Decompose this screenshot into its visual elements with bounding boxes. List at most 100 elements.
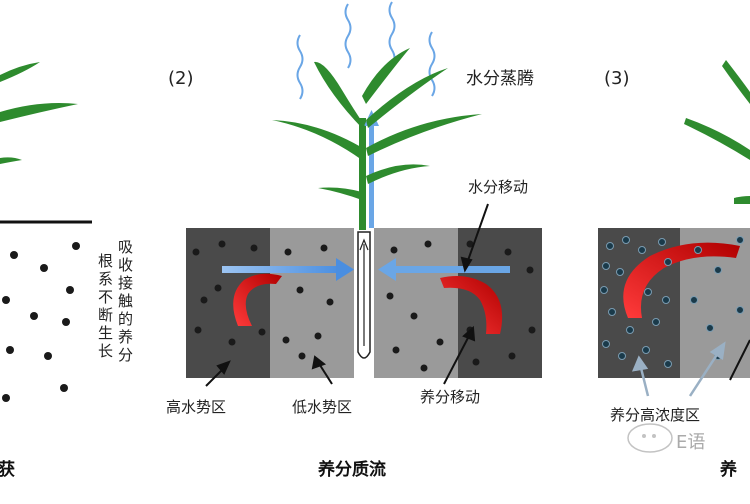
- nutrient-particle: [284, 248, 292, 256]
- high-potential-label: 高水势区: [166, 398, 227, 416]
- nutrient-particle: [192, 248, 200, 256]
- nutrient-particle: [618, 352, 626, 360]
- pointer-water-move-head: [460, 256, 473, 273]
- nutrient-particle: [62, 318, 70, 326]
- evaporation-label: 水分蒸腾: [466, 69, 534, 89]
- panel-1: [0, 62, 92, 402]
- nutrient-particle: [606, 242, 614, 250]
- pointer-nutrient-move-head: [462, 325, 476, 342]
- leaf: [362, 48, 410, 104]
- evaporation-wave: [428, 31, 436, 97]
- nutrient-particle: [296, 286, 304, 294]
- nutrient-particle: [664, 258, 672, 266]
- nutrient-particle: [608, 308, 616, 316]
- nutrient-particle: [40, 264, 48, 272]
- nutrient-particle: [652, 318, 660, 326]
- nutrient-flow-arrows: [233, 273, 503, 334]
- nutrient-particle: [10, 251, 18, 259]
- leaf: [272, 120, 366, 160]
- plant-2: [272, 48, 482, 230]
- watermark-text: E语: [676, 432, 706, 453]
- plant-1: [0, 62, 78, 164]
- pointer-lines-2: [205, 203, 489, 387]
- nutrient-particle: [600, 286, 608, 294]
- panel-3: [598, 60, 750, 453]
- high-concentration-label: 养分高浓度区: [610, 406, 701, 424]
- evaporation-lines: [296, 1, 436, 100]
- nutrient-particle: [690, 296, 698, 304]
- leaf: [722, 60, 750, 104]
- nutrient-particle: [6, 346, 14, 354]
- water-flow-arrow-right-shaft: [392, 266, 510, 273]
- nutrient-particle: [508, 352, 516, 360]
- nutrient-particle: [602, 340, 610, 348]
- nutrient-particle: [250, 244, 258, 252]
- nutrient-particle: [528, 326, 536, 334]
- nutrient-particle: [736, 236, 744, 244]
- nutrient-move-label: 养分移动: [420, 388, 481, 406]
- nutrient-arrow-diffusion: [623, 242, 740, 318]
- pointer-nutrient-move: [443, 333, 471, 385]
- nutrient-particle: [526, 266, 534, 274]
- leaf: [314, 61, 365, 128]
- nutrient-particle: [60, 384, 68, 392]
- panel1-col1-text: 根系不断生长: [98, 252, 114, 360]
- water-move-label: 水分移动: [468, 178, 529, 196]
- nutrient-arrow-right: [440, 276, 503, 334]
- pointer-water-move: [465, 203, 489, 267]
- water-flow-arrow-left-head: [336, 258, 354, 281]
- leaf: [366, 68, 448, 128]
- nutrient-particle: [2, 296, 10, 304]
- leaf: [318, 187, 362, 200]
- nutrient-particle: [662, 296, 670, 304]
- nutrient-particle: [282, 336, 290, 344]
- nutrient-particle: [642, 346, 650, 354]
- pointer-lines-3: [631, 341, 726, 397]
- nutrient-particle: [694, 246, 702, 254]
- leaf: [0, 62, 40, 82]
- nutrient-particle: [424, 240, 432, 248]
- soil-particles-1: [2, 242, 80, 402]
- evaporation-wave: [344, 3, 352, 69]
- nutrient-particle: [626, 326, 634, 334]
- plant-3: [684, 60, 750, 204]
- nutrient-particle: [214, 284, 222, 292]
- nutrient-particle: [228, 338, 236, 346]
- nutrient-particle: [200, 296, 208, 304]
- nutrient-particle: [390, 246, 398, 254]
- nutrient-particle: [44, 352, 52, 360]
- pointer-diffusion: [729, 339, 750, 381]
- nutrient-particle: [638, 246, 646, 254]
- nutrient-particle: [616, 268, 624, 276]
- nutrient-particle: [504, 248, 512, 256]
- water-flow-arrows: [222, 258, 510, 281]
- nutrient-particle: [298, 352, 306, 360]
- panel2-number: (2): [168, 68, 194, 89]
- watermark-bubble: [627, 423, 673, 453]
- leaf: [366, 114, 482, 156]
- nutrient-particle: [714, 266, 722, 274]
- nutrient-particle: [410, 312, 418, 320]
- nutrient-particle: [326, 298, 334, 306]
- nutrient-particle: [472, 358, 480, 366]
- leaf: [366, 164, 430, 184]
- nutrient-particle: [622, 236, 630, 244]
- panel-2: [186, 1, 542, 387]
- nutrient-particle: [66, 286, 74, 294]
- soil-low-potential-zone-right: [374, 228, 458, 378]
- evaporation-wave: [388, 1, 396, 67]
- watermark-logo: [627, 423, 673, 453]
- leaf: [734, 196, 750, 204]
- nutrient-particle: [664, 360, 672, 368]
- nutrient-particle: [72, 242, 80, 250]
- low-potential-label: 低水势区: [292, 398, 353, 416]
- stem: [359, 118, 366, 230]
- nutrient-particle: [2, 394, 10, 402]
- panel1-caption-fragment: 获: [0, 460, 15, 480]
- nutrient-particle: [736, 306, 744, 314]
- panel3-caption-fragment: 养: [720, 460, 737, 480]
- nutrient-arrow-left: [233, 273, 282, 326]
- nutrient-particle: [602, 262, 610, 270]
